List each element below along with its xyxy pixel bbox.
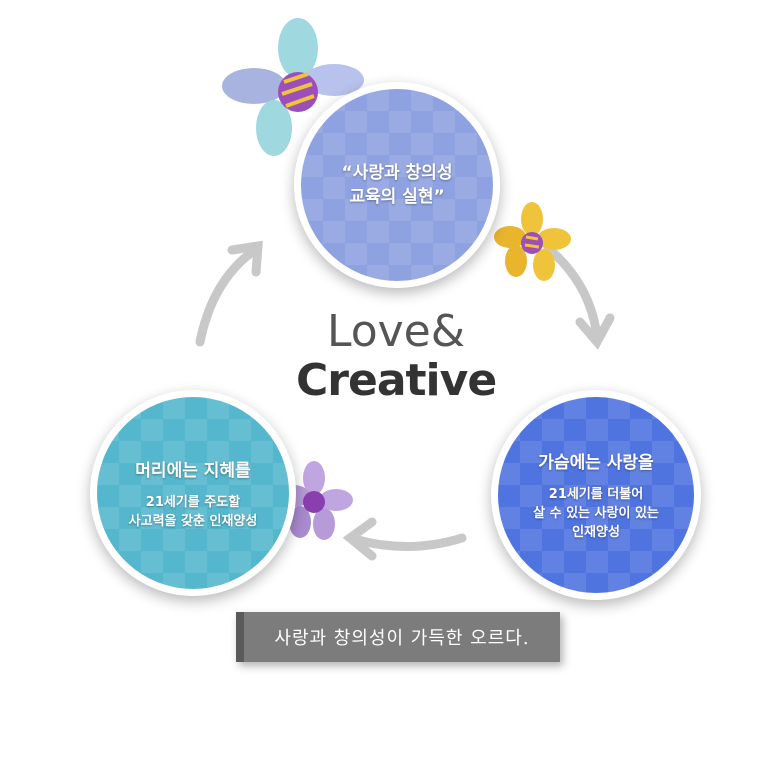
top-quote-line2: 교육의 실현” (349, 187, 445, 207)
right-circle-desc-line1: 21세기를 더불어 (548, 487, 644, 502)
right-circle-title: 가슴에는 사랑을 (538, 453, 654, 473)
right-circle-desc-line3: 인재양성 (572, 525, 620, 540)
center-title-love: Love& (326, 306, 466, 357)
slogan-text: 사랑과 창의성이 가득한 오르다. (274, 628, 530, 649)
left-circle-desc-line1: 21세기를 주도할 (145, 494, 241, 510)
flower-cyan-icon (222, 18, 364, 156)
circle-right-love: 가슴에는 사랑을 21세기를 더불어 살 수 있는 사랑이 있는 인재양성 (491, 390, 701, 600)
center-title-creative: Creative (296, 355, 497, 406)
right-circle-desc-line2: 살 수 있는 사랑이 있는 (533, 506, 659, 521)
top-quote-line1: “사랑과 창의성 (341, 163, 453, 183)
center-title: Love& Creative (296, 306, 497, 406)
cycle-arrow-icon (342, 517, 467, 561)
flower-yellow-icon (494, 202, 571, 281)
cycle-arrow-icon (195, 240, 263, 347)
slogan-banner: 사랑과 창의성이 가득한 오르다. (236, 612, 560, 662)
circle-left-wisdom: 머리에는 지혜를 21세기를 주도할 사고력을 갖춘 인재양성 (90, 390, 296, 596)
cycle-arrow-icon (543, 243, 615, 350)
left-circle-desc-line2: 사고력을 갖춘 인재양성 (128, 513, 258, 529)
circle-top-love-creative-education: “사랑과 창의성 교육의 실현” (294, 82, 500, 288)
left-circle-title: 머리에는 지혜를 (135, 460, 251, 481)
